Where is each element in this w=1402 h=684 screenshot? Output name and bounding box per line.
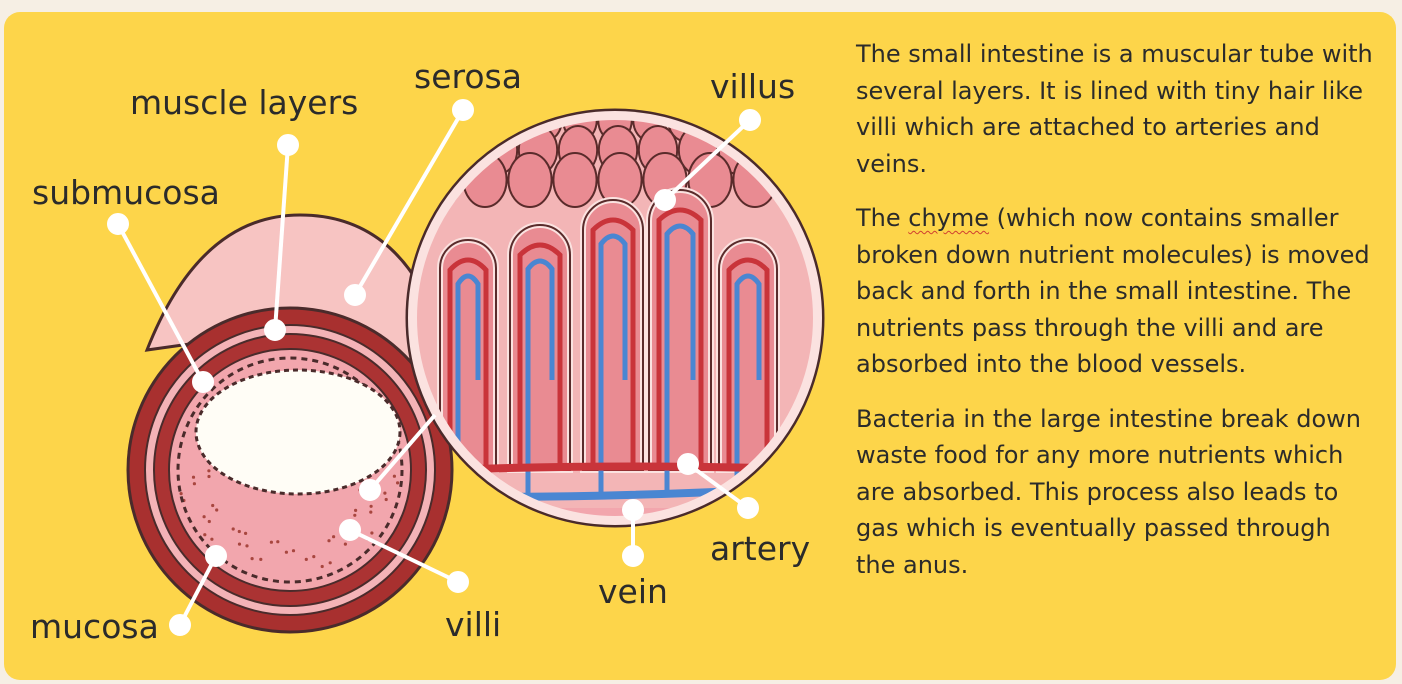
label-villi: villi [445,608,501,641]
paragraph-large-intestine: Bacteria in the large intestine break do… [856,401,1376,584]
magnified-villi-view [400,99,837,538]
label-villus: villus [710,70,795,103]
paragraph-chyme: The chyme (which now contains smaller br… [856,200,1376,383]
chyme-text-start: The [856,204,908,232]
paragraph-small-intestine: The small intestine is a muscular tube w… [856,36,1376,182]
label-submucosa: submucosa [32,176,220,209]
label-vein: vein [598,575,668,608]
label-serosa: serosa [414,60,522,93]
label-muscle-layers: muscle layers [130,86,358,119]
chyme-word: chyme [908,204,989,232]
label-artery: artery [710,532,810,565]
intestine-lumen [196,370,400,494]
intestine-cross-section [128,215,452,632]
label-mucosa: mucosa [30,610,159,643]
description-text: The small intestine is a muscular tube w… [856,36,1376,601]
